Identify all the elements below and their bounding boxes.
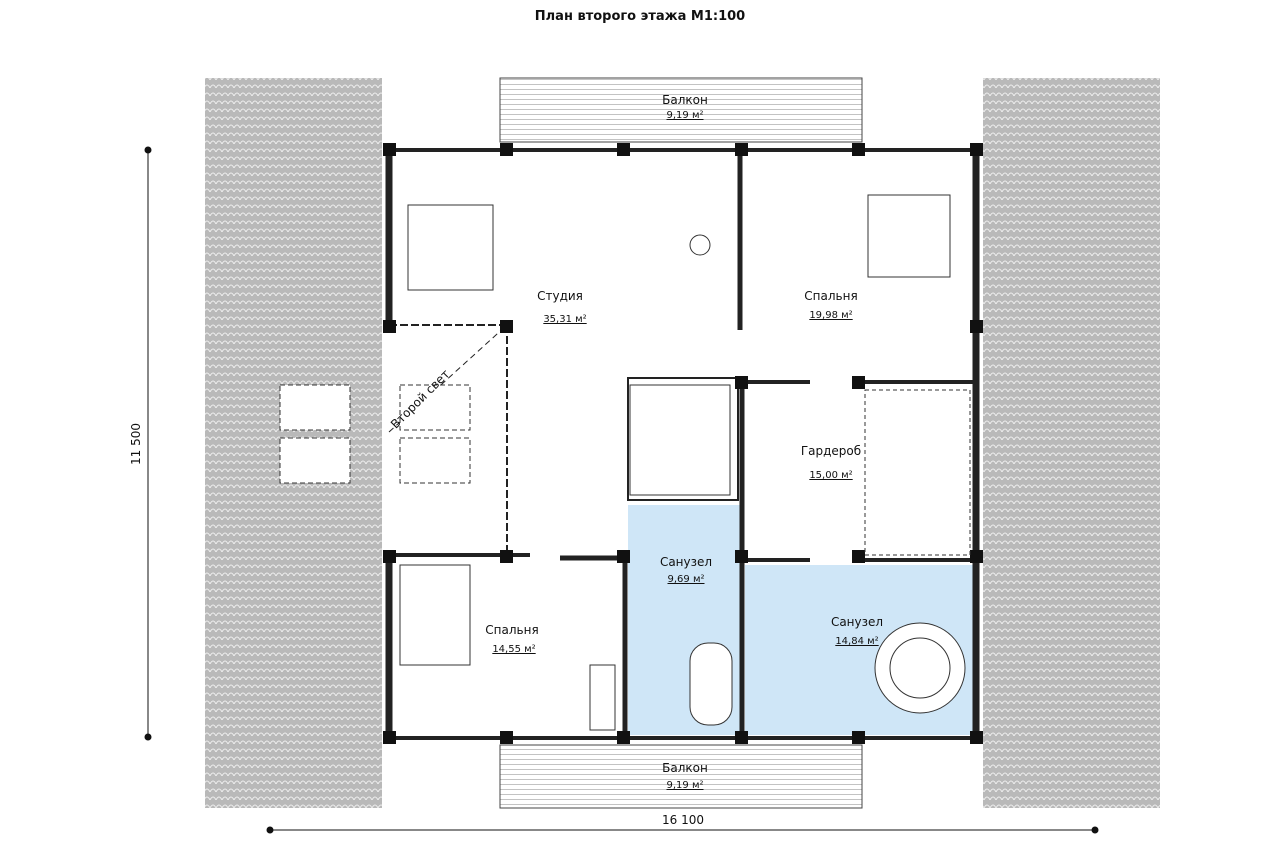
coffee-table (689, 234, 711, 256)
room-area: 14,84 м² (835, 636, 878, 647)
furniture (279, 194, 971, 731)
columns (383, 143, 983, 744)
balcony-bottom (499, 744, 863, 809)
dimension-lines (144, 146, 1099, 834)
room-area: 9,19 м² (667, 110, 704, 121)
room-area: 15,00 м² (809, 470, 852, 481)
room-name: Санузел (660, 555, 712, 569)
bed-double (867, 194, 951, 278)
plan-title: План второго этажа М1:100 (535, 9, 745, 24)
height-dimension: 11 500 (129, 423, 143, 465)
width-dimension: 16 100 (662, 813, 704, 827)
roof-right (983, 78, 1160, 808)
desk-bedroom (589, 664, 616, 731)
room-area: 9,19 м² (667, 780, 704, 791)
room-area: 19,98 м² (809, 310, 852, 321)
room-area: 35,31 м² (543, 314, 586, 325)
walls (385, 148, 980, 740)
balcony-top (499, 77, 863, 143)
room-area: 9,69 м² (668, 574, 705, 585)
room-name: Студия (537, 289, 583, 303)
desk-studio (407, 204, 494, 291)
room-area: 14,55 м² (492, 644, 535, 655)
bathtub (689, 642, 733, 726)
room-name: Гардероб (801, 444, 861, 458)
room-name: Балкон (662, 93, 708, 107)
bed-single (399, 564, 471, 666)
room-name: Спальня (485, 623, 538, 637)
wardrobe (864, 389, 971, 556)
room-name: Балкон (662, 761, 708, 775)
staircase (629, 384, 731, 496)
room-name: Санузел (831, 615, 883, 629)
room-name: Спальня (804, 289, 857, 303)
